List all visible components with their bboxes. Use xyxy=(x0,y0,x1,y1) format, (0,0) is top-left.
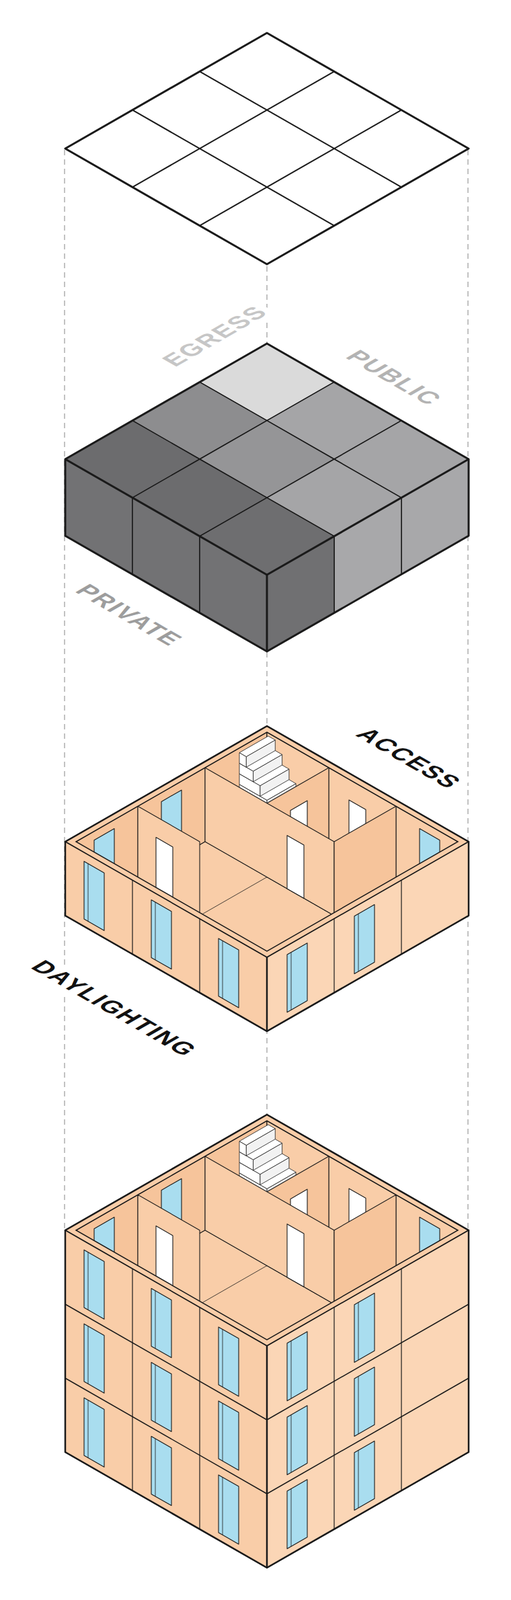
window xyxy=(354,1441,375,1511)
window xyxy=(354,905,375,975)
window xyxy=(151,1288,172,1359)
zone-label: ACCESS xyxy=(345,722,472,795)
outer-wall-left xyxy=(65,1230,267,1568)
window xyxy=(84,1397,105,1468)
mullion-line xyxy=(333,919,335,994)
partition-wall xyxy=(205,1156,335,1305)
mullion-line xyxy=(199,919,200,994)
window xyxy=(287,943,308,1013)
block-outline xyxy=(65,343,469,652)
grid-line xyxy=(132,110,335,226)
mullion-line xyxy=(199,1307,200,1530)
window xyxy=(151,1436,172,1507)
window-frame xyxy=(88,1400,89,1459)
block-edge xyxy=(266,459,469,575)
mullion-line xyxy=(333,1307,335,1530)
mullion-line xyxy=(131,1268,133,1491)
zone-label: PRIVATE xyxy=(65,578,193,652)
block-edge xyxy=(266,574,269,652)
window xyxy=(354,1293,375,1363)
window-frame xyxy=(222,1329,224,1388)
window xyxy=(218,1327,239,1397)
window-frame xyxy=(358,1376,360,1435)
door xyxy=(287,835,304,899)
outer-wall-right xyxy=(266,1230,469,1568)
window-frame xyxy=(155,1438,156,1497)
window xyxy=(287,1479,308,1550)
window xyxy=(151,1362,172,1433)
window xyxy=(287,1331,308,1402)
grid-line xyxy=(199,110,402,226)
window-frame xyxy=(222,940,224,999)
window xyxy=(218,1475,239,1545)
door xyxy=(287,1224,304,1288)
window xyxy=(354,1367,375,1437)
stacked-building xyxy=(65,1114,469,1568)
building-edge xyxy=(266,1346,269,1568)
window-frame xyxy=(222,1403,224,1462)
grid-line xyxy=(199,71,402,187)
partition-wall xyxy=(205,767,335,916)
window xyxy=(151,900,172,970)
grid-plate xyxy=(65,32,469,265)
building-outline xyxy=(65,1114,469,1568)
mullion-line xyxy=(131,880,133,955)
window-frame xyxy=(291,1341,292,1400)
window xyxy=(84,861,105,931)
window-frame xyxy=(88,863,89,922)
window-frame xyxy=(222,1477,224,1536)
outer-wall-right xyxy=(266,841,469,1032)
window-frame xyxy=(155,902,156,961)
building-edge xyxy=(266,957,269,1032)
window-frame xyxy=(358,1450,360,1509)
block-edge xyxy=(65,459,267,575)
zone-label: DAYLIGHTING xyxy=(20,954,208,1063)
mullion-line xyxy=(400,1268,402,1491)
guide-line xyxy=(467,149,468,1231)
window xyxy=(84,1249,105,1320)
window xyxy=(84,1323,105,1394)
window-frame xyxy=(358,913,360,972)
guide-line xyxy=(63,149,65,1231)
window-frame xyxy=(291,1415,292,1474)
window xyxy=(218,1401,239,1471)
window-frame xyxy=(291,1489,292,1548)
window-frame xyxy=(155,1364,156,1423)
zone-label: EGRESS xyxy=(151,299,278,373)
plate-outline xyxy=(65,32,469,265)
window-frame xyxy=(88,1326,89,1385)
window-frame xyxy=(358,1302,360,1361)
window xyxy=(287,1405,308,1476)
window-frame xyxy=(155,1290,156,1349)
block-top-face xyxy=(199,497,335,575)
window xyxy=(218,938,239,1008)
zoning-blocks xyxy=(65,343,469,652)
grid-line xyxy=(132,71,335,187)
zone-label: PUBLIC xyxy=(335,344,452,412)
window-frame xyxy=(291,952,292,1011)
mullion-line xyxy=(400,880,402,955)
window-frame xyxy=(88,1252,89,1311)
